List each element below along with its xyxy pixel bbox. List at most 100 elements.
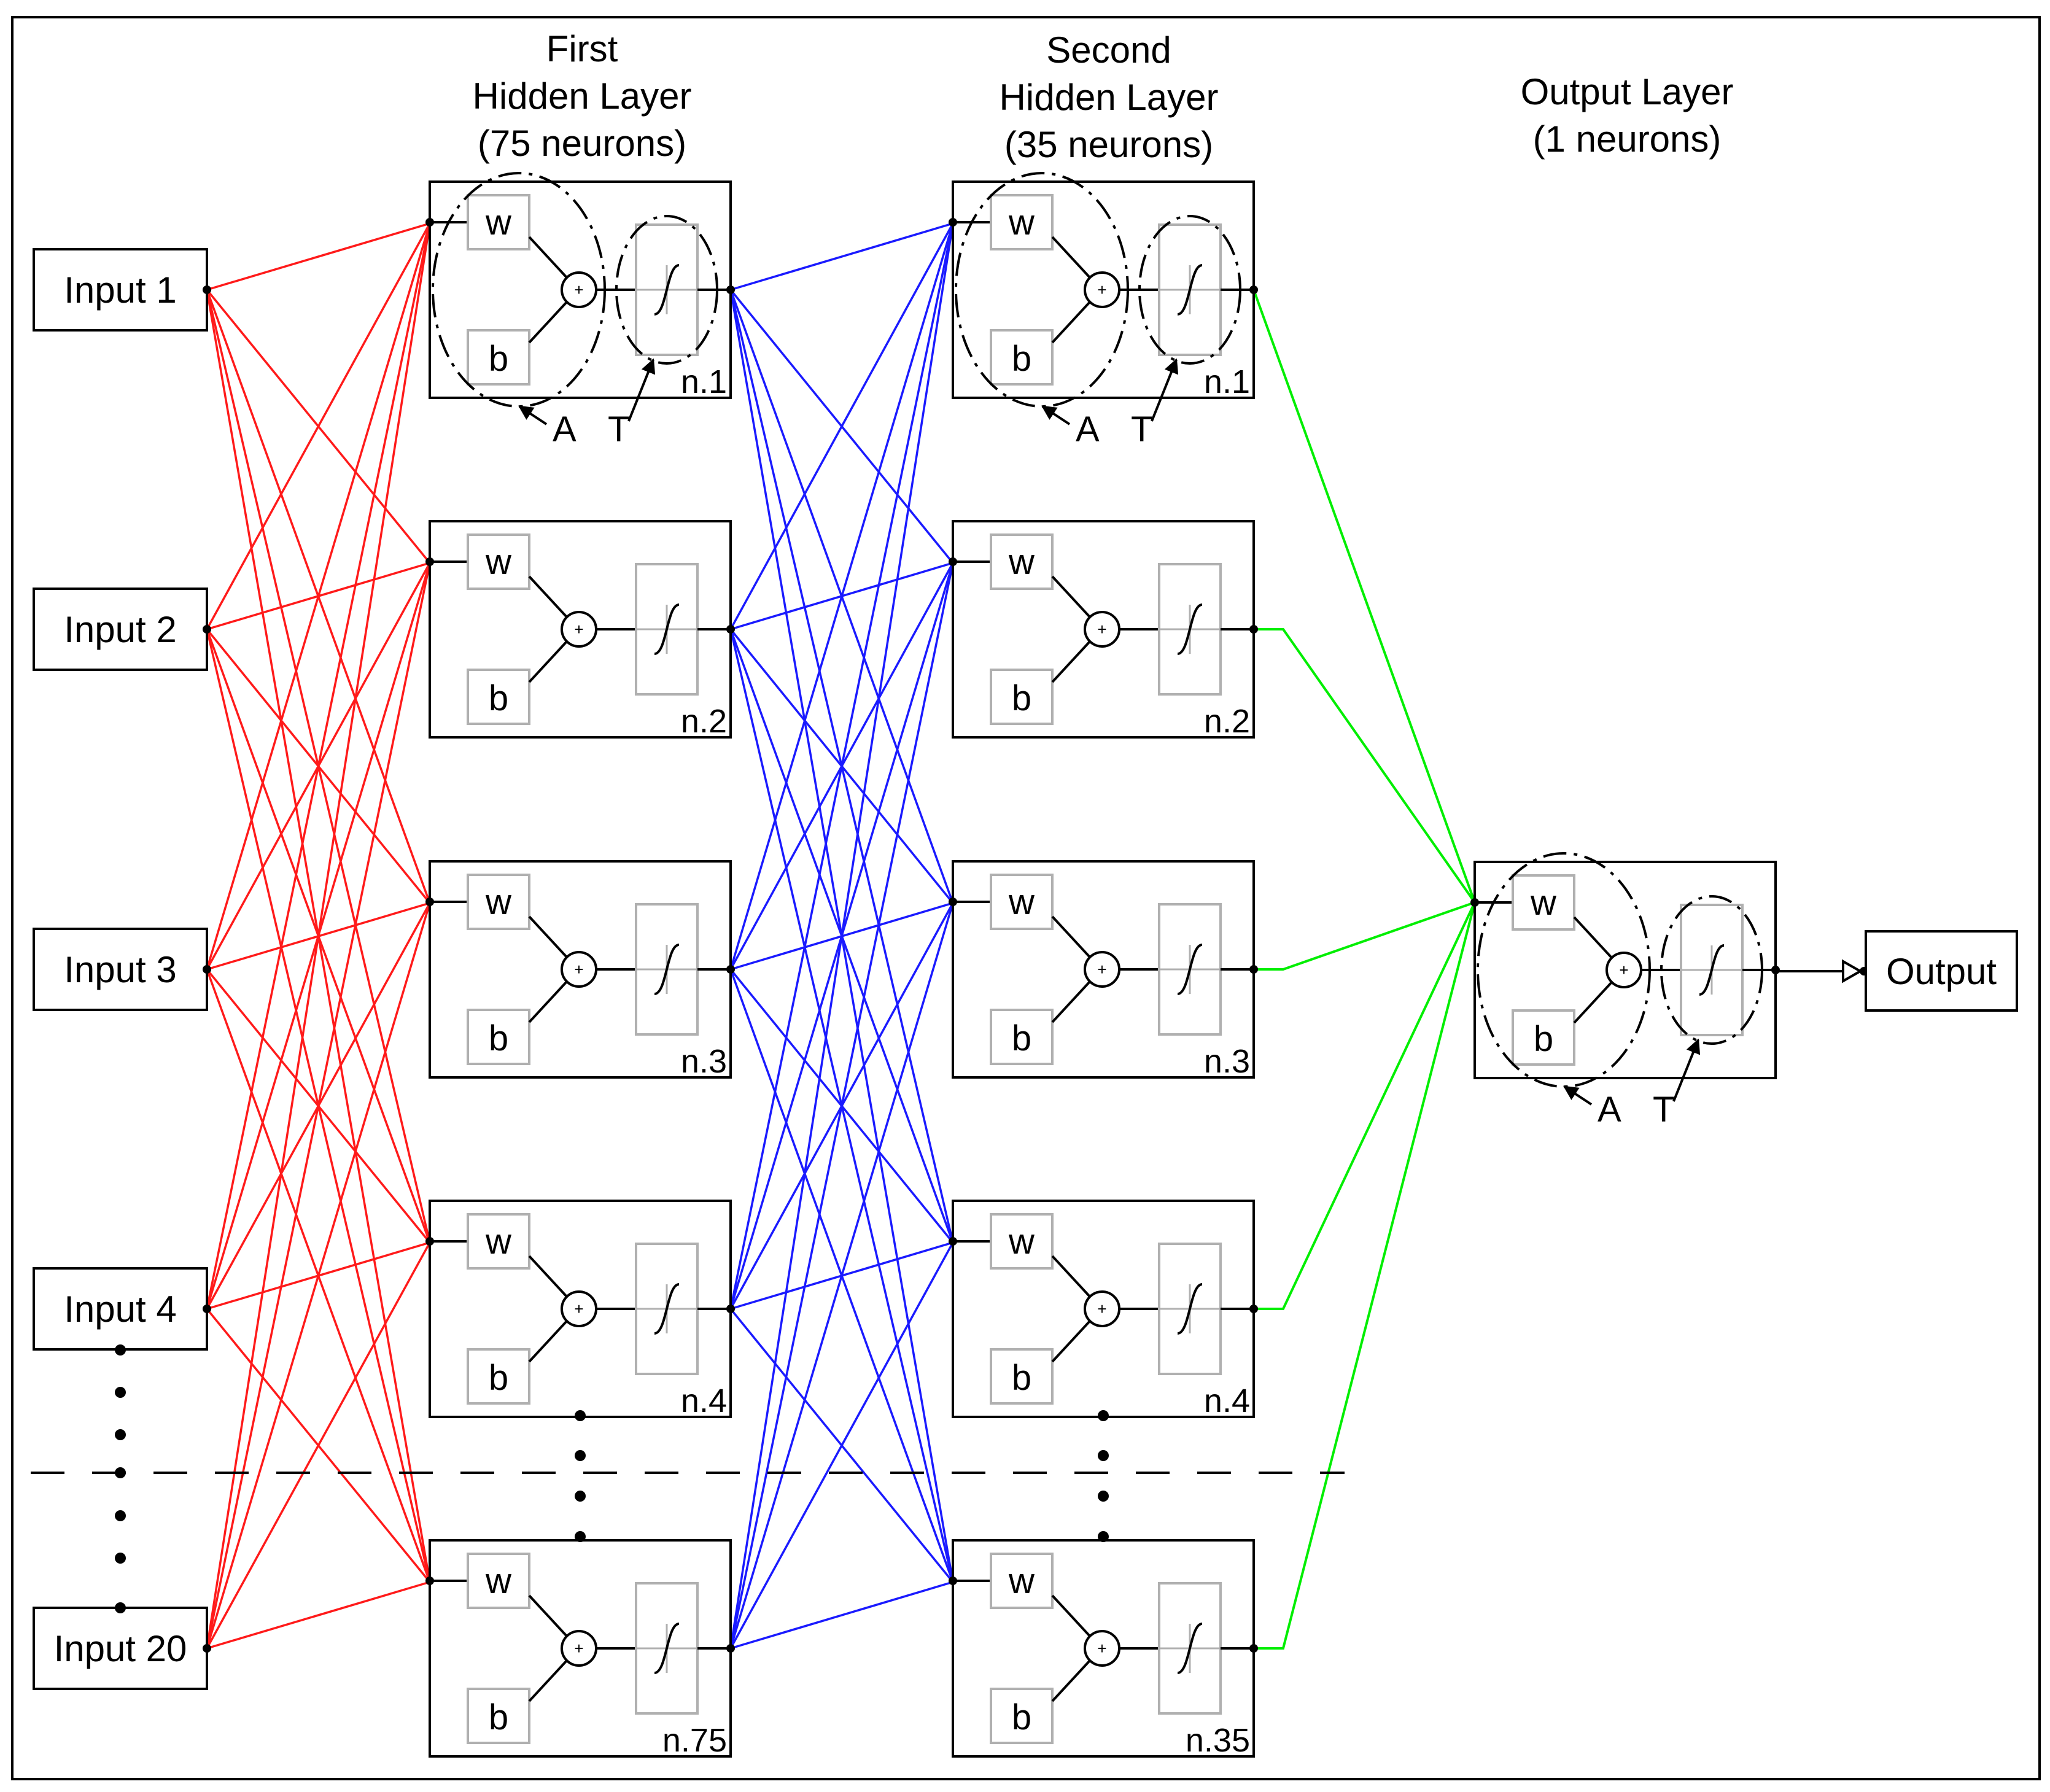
connection-input-1-to-h1-1: [206, 222, 430, 291]
connection-h1-4-to-h2-1: [729, 223, 954, 1309]
connection-input-2-to-h1-1: [206, 223, 431, 630]
hidden1-neuron-2: wb+n.2: [425, 520, 735, 740]
sigmoid-transfer-icon: [1177, 1283, 1203, 1335]
summation-sign: +: [574, 281, 583, 299]
output-title-line2: (1 neurons): [1533, 118, 1722, 160]
neuron-label: n.4: [1204, 1383, 1250, 1419]
weight-block: [990, 1553, 1054, 1609]
sigmoid-transfer-icon: [654, 1283, 680, 1335]
weight-label: w: [1008, 203, 1035, 242]
activation-region-ellipse: [1477, 852, 1651, 1088]
bias-label: b: [489, 678, 508, 718]
output-label: Output: [1886, 951, 1997, 992]
bias-block: [990, 1348, 1054, 1405]
neuron-label: n.4: [681, 1383, 727, 1419]
activation-marker: A: [553, 409, 577, 449]
transfer-pointer: [627, 358, 656, 422]
input-label: Input 2: [64, 609, 177, 650]
neuron-output-port: [1249, 965, 1258, 974]
transfer-pointer: [1151, 358, 1179, 422]
connection-h2-3-to-output: [1254, 901, 1475, 971]
sigmoid-transfer-icon: [1177, 603, 1203, 655]
weight-label: w: [485, 203, 512, 242]
hidden2-title-line1: Second: [1046, 29, 1171, 71]
activation-region-ellipse: [432, 172, 606, 408]
neuron-output-port: [1249, 1305, 1258, 1313]
connection-input-5-to-h1-3: [206, 902, 431, 1649]
bias-block: [467, 1009, 530, 1065]
connection-h2-2-to-output: [1254, 628, 1476, 904]
summation-sign: +: [1097, 960, 1106, 979]
hidden1-neuron-4: wb+n.4: [425, 1200, 735, 1419]
input-node-1: Input 1: [33, 248, 211, 332]
neuron-label: n.3: [681, 1043, 727, 1080]
activation-pointer: [518, 405, 548, 425]
hidden1-hidden2-connections: [729, 222, 954, 1650]
neuron-label: n.35: [1186, 1722, 1250, 1759]
summation-sign: +: [1097, 1639, 1106, 1658]
ellipsis-dots-icon: [115, 1344, 1109, 1613]
sigmoid-transfer-icon: [1699, 944, 1725, 996]
connection-input-5-to-h1-5: [206, 1581, 430, 1650]
bias-label: b: [1012, 1018, 1031, 1058]
connection-h1-5-to-h2-3: [729, 902, 954, 1649]
input-label: Input 1: [64, 270, 177, 311]
neuron-output-port: [726, 1644, 735, 1653]
input-label: Input 20: [54, 1628, 187, 1669]
bias-label: b: [1012, 678, 1031, 718]
sigmoid-transfer-icon: [654, 603, 680, 655]
sigmoid-transfer-icon: [654, 944, 680, 995]
bias-block: [467, 669, 530, 725]
connection-h1-5-to-h2-1: [729, 223, 954, 1649]
weight-label: w: [485, 542, 512, 582]
neuron-label: n.2: [1204, 703, 1250, 740]
sigmoid-transfer-icon: [1177, 264, 1203, 316]
neuron-output-port: [726, 625, 735, 634]
output-title-line1: Output Layer: [1521, 71, 1734, 112]
sigmoid-transfer-icon: [654, 264, 680, 316]
bias-label: b: [1012, 339, 1031, 379]
bias-block: [990, 329, 1054, 386]
weight-block: [467, 874, 530, 930]
transfer-pointer: [1672, 1038, 1701, 1102]
input-hidden1-connections: [206, 222, 431, 1650]
activation-pointer: [1041, 405, 1071, 425]
weight-block: [1512, 874, 1575, 931]
weight-block: [990, 1213, 1054, 1270]
activation-pointer: [1563, 1085, 1593, 1106]
transfer-marker: T: [1131, 409, 1152, 449]
output-terminal: Output: [1776, 930, 2018, 1012]
weight-label: w: [485, 1561, 512, 1601]
transfer-marker: T: [1653, 1090, 1674, 1130]
sigmoid-transfer-icon: [654, 1623, 680, 1674]
connection-h1-5-to-h2-2: [729, 562, 954, 1649]
summation-sign: +: [574, 620, 583, 638]
summation-sign: +: [1097, 1300, 1106, 1318]
neuron-label: n.1: [681, 363, 727, 400]
summation-sign: +: [1619, 961, 1628, 979]
summation-sign: +: [574, 960, 583, 979]
bias-block: [990, 1009, 1054, 1065]
connection-input-5-to-h1-1: [206, 223, 431, 1649]
connection-h2-4-to-output: [1254, 902, 1476, 1310]
transfer-region-ellipse: [615, 215, 718, 365]
hidden2-neuron-2: wb+n.2: [949, 520, 1258, 740]
hidden1-title-line2: Hidden Layer: [473, 76, 692, 117]
connection-h1-1-to-h2-1: [730, 222, 953, 291]
bias-block: [467, 1688, 530, 1744]
hidden2-title-line2: Hidden Layer: [1000, 77, 1219, 118]
summation-sign: +: [574, 1639, 583, 1658]
bias-block: [990, 669, 1054, 725]
hidden1-title-line3: (75 neurons): [478, 123, 686, 164]
neuron-output-port: [1249, 285, 1258, 294]
output-arrow-icon: [1842, 959, 1863, 983]
hidden2-title-line3: (35 neurons): [1004, 124, 1213, 165]
summation-sign: +: [574, 1300, 583, 1318]
neuron-label: n.1: [1204, 363, 1250, 400]
weight-block: [467, 533, 530, 590]
